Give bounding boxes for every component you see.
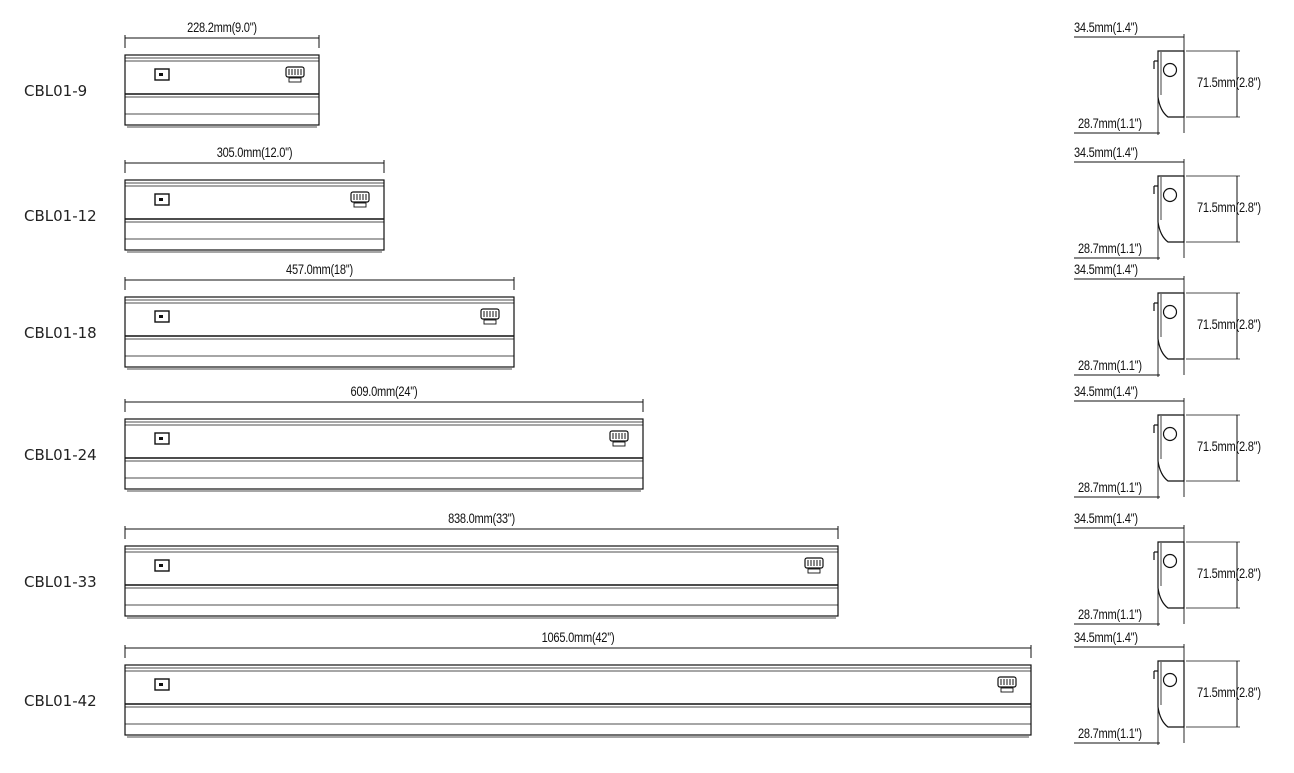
length-label: 228.2mm(9.0") bbox=[187, 20, 257, 35]
model-label: CBL01-24 bbox=[24, 446, 97, 464]
fixture-front-view bbox=[124, 645, 1032, 738]
model-label: CBL01-9 bbox=[24, 82, 88, 100]
switch-icon bbox=[159, 315, 163, 318]
profile-circle-icon bbox=[1162, 672, 1178, 688]
fixture-side-profile bbox=[1074, 525, 1240, 626]
profile-top-width-label: 34.5mm(1.4'') bbox=[1074, 262, 1138, 277]
profile-outline bbox=[1157, 660, 1185, 728]
length-label: 838.0mm(33") bbox=[448, 511, 515, 526]
fixture-body bbox=[124, 54, 320, 126]
fixture-body bbox=[124, 545, 839, 617]
profile-outline bbox=[1157, 175, 1185, 243]
length-label: 457.0mm(18'') bbox=[286, 262, 353, 277]
profile-bottom-width-label: 28.7mm(1.1'') bbox=[1078, 726, 1142, 741]
fixture-body bbox=[124, 664, 1032, 736]
profile-top-width-label: 34.5mm(1.4'') bbox=[1074, 630, 1138, 645]
fixture-side-profile bbox=[1074, 159, 1240, 260]
fixture-side-profile bbox=[1074, 34, 1240, 135]
model-label: CBL01-33 bbox=[24, 573, 97, 591]
profile-height-label: 71.5mm(2.8'') bbox=[1197, 566, 1261, 581]
profile-circle-icon bbox=[1162, 553, 1178, 569]
profile-circle-icon bbox=[1162, 304, 1178, 320]
profile-bottom-width-label: 28.7mm(1.1'') bbox=[1078, 607, 1142, 622]
profile-bottom-width-label: 28.7mm(1.1'') bbox=[1078, 116, 1142, 131]
switch-icon bbox=[159, 73, 163, 76]
profile-bottom-width-label: 28.7mm(1.1'') bbox=[1078, 241, 1142, 256]
profile-bottom-width-label: 28.7mm(1.1'') bbox=[1078, 358, 1142, 373]
profile-height-label: 71.5mm(2.8'') bbox=[1197, 685, 1261, 700]
profile-circle-icon bbox=[1162, 62, 1178, 78]
fixture-front-view bbox=[124, 35, 320, 128]
switch-icon bbox=[159, 437, 163, 440]
fixture-side-profile bbox=[1074, 276, 1240, 377]
fixture-front-view bbox=[124, 526, 839, 619]
fixture-front-view bbox=[124, 399, 644, 492]
fixture-front-view bbox=[124, 277, 515, 370]
switch-icon bbox=[159, 683, 163, 686]
profile-bottom-width-label: 28.7mm(1.1'') bbox=[1078, 480, 1142, 495]
profile-height-label: 71.5mm(2.8'') bbox=[1197, 439, 1261, 454]
connector-icon bbox=[288, 77, 302, 83]
profile-outline bbox=[1157, 50, 1185, 118]
model-label: CBL01-42 bbox=[24, 692, 97, 710]
length-label: 1065.0mm(42'') bbox=[541, 630, 615, 645]
model-label: CBL01-12 bbox=[24, 207, 97, 225]
fixture-side-profile bbox=[1074, 398, 1240, 499]
profile-top-width-label: 34.5mm(1.4'') bbox=[1074, 511, 1138, 526]
profile-height-label: 71.5mm(2.8'') bbox=[1197, 200, 1261, 215]
fixture-front-view bbox=[124, 160, 385, 253]
profile-top-width-label: 34.5mm(1.4'') bbox=[1074, 20, 1138, 35]
profile-outline bbox=[1157, 414, 1185, 482]
model-label: CBL01-18 bbox=[24, 324, 97, 342]
profile-height-label: 71.5mm(2.8'') bbox=[1197, 75, 1261, 90]
length-label: 609.0mm(24'') bbox=[350, 384, 418, 399]
switch-icon bbox=[159, 198, 163, 201]
fixture-side-profile bbox=[1074, 644, 1240, 745]
connector-icon bbox=[807, 568, 821, 574]
fixture-body bbox=[124, 179, 385, 251]
connector-icon bbox=[483, 319, 497, 325]
fixture-body bbox=[124, 418, 644, 490]
fixture-body bbox=[124, 296, 515, 368]
profile-top-width-label: 34.5mm(1.4'') bbox=[1074, 384, 1138, 399]
profile-outline bbox=[1157, 292, 1185, 360]
profile-outline bbox=[1157, 541, 1185, 609]
profile-top-width-label: 34.5mm(1.4'') bbox=[1074, 145, 1138, 160]
length-label: 305.0mm(12.0'') bbox=[216, 145, 293, 160]
connector-icon bbox=[1000, 687, 1014, 693]
profile-circle-icon bbox=[1162, 426, 1178, 442]
profile-circle-icon bbox=[1162, 187, 1178, 203]
switch-icon bbox=[159, 564, 163, 567]
profile-height-label: 71.5mm(2.8'') bbox=[1197, 317, 1261, 332]
connector-icon bbox=[612, 441, 626, 447]
connector-icon bbox=[353, 202, 367, 208]
